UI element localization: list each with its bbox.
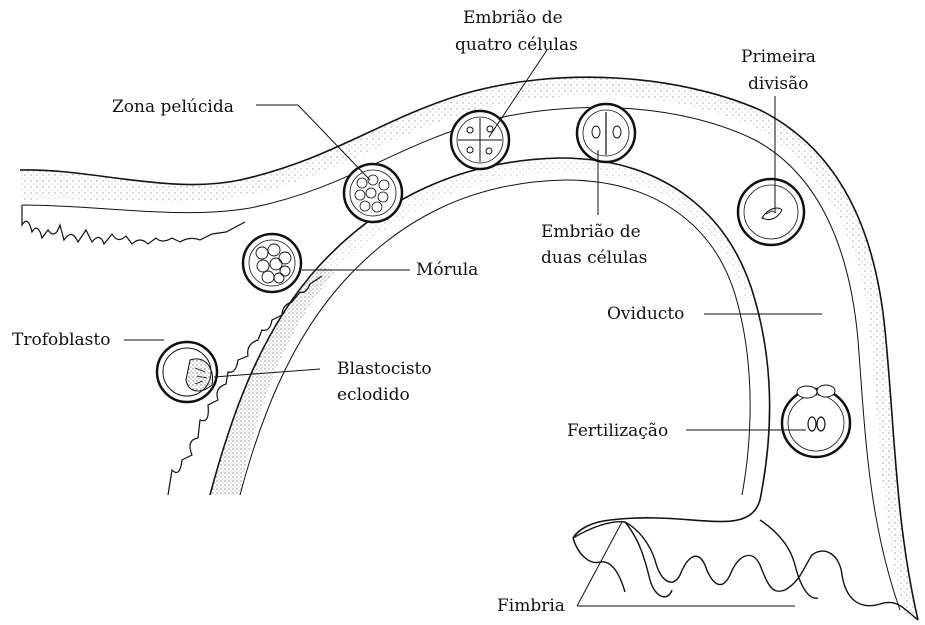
label-two-cell-2: duas células	[541, 248, 647, 268]
oviduct-inner-wall	[210, 158, 770, 538]
fertilization-embryo	[782, 385, 850, 457]
label-fertilization: Fertilização	[567, 421, 668, 441]
zona-pellucida-embryo	[344, 164, 402, 222]
two-cell-embryo	[577, 104, 635, 162]
right-wall-stipple	[870, 330, 918, 620]
label-zona-pellucida: Zona pelúcida	[112, 97, 234, 117]
first-division-embryo	[738, 179, 804, 245]
hatched-blastocyst	[157, 342, 217, 402]
label-blastocyst-1: Blastocisto	[337, 359, 432, 379]
fimbriae	[573, 520, 918, 620]
label-first-division-1: Primeira	[741, 47, 816, 67]
label-two-cell-1: Embrião de	[541, 222, 641, 242]
label-four-cell-1: Embrião de	[463, 8, 563, 28]
label-fimbria: Fimbria	[497, 596, 565, 616]
label-oviduct: Oviducto	[607, 304, 684, 324]
leader-fimbria-left	[577, 522, 622, 606]
label-blastocyst-2: eclodido	[337, 385, 410, 405]
label-trophoblast: Trofoblasto	[12, 330, 110, 350]
label-morula: Mórula	[416, 260, 478, 280]
morula	[243, 234, 301, 292]
label-first-division-2: divisão	[748, 74, 808, 94]
inner-wall-stipple	[210, 265, 335, 495]
label-four-cell-2: quatro células	[455, 35, 578, 55]
